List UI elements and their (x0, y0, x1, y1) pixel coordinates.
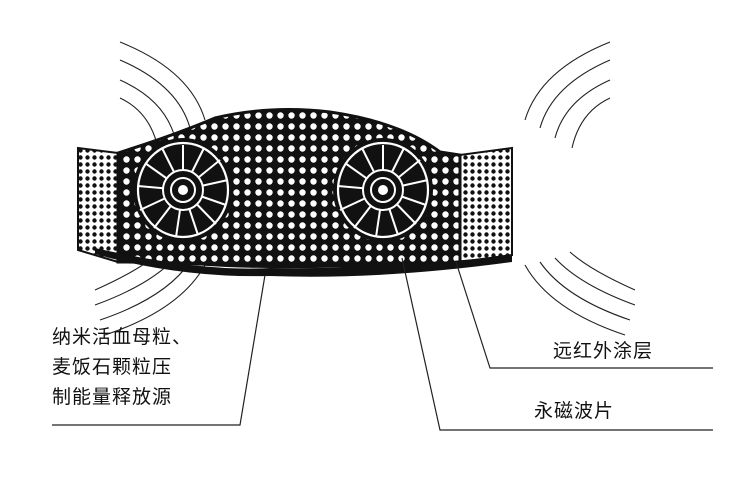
leader-magnet (401, 257, 713, 431)
energy-source-label-line2: 麦饭石颗粒压 (52, 356, 173, 378)
energy-source-label: 纳米活血母粒、 麦饭石颗粒压 制能量释放源 (52, 326, 192, 416)
leader-lines (52, 257, 713, 431)
energy-disc-right (333, 138, 433, 242)
right-strap (459, 146, 513, 264)
permanent-magnet-label: 永磁波片 (534, 400, 615, 422)
leader-left (52, 274, 266, 426)
energy-source-label-line1: 纳米活血母粒、 (52, 326, 193, 348)
energy-source-label-line3: 制能量释放源 (52, 386, 173, 408)
belt-bottom-band (95, 248, 512, 277)
radiation-waves (94, 41, 636, 336)
energy-disc-left (133, 138, 233, 242)
leader-coating (455, 261, 713, 369)
left-strap (77, 146, 119, 264)
far-infrared-coating-label: 远红外涂层 (553, 340, 654, 362)
